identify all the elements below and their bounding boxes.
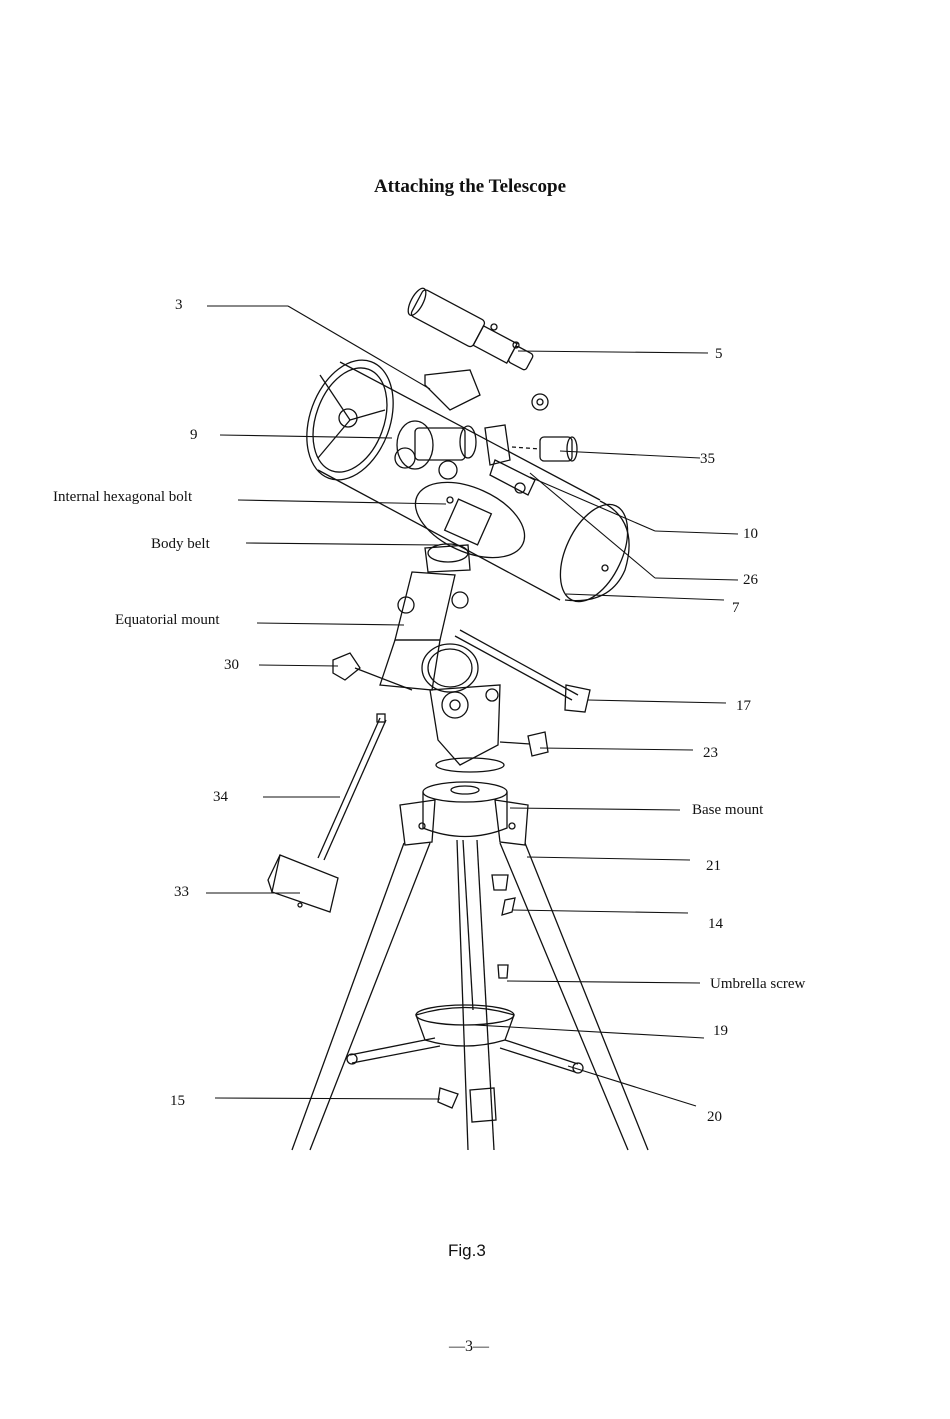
figure-caption: Fig.3 [448,1241,486,1261]
label-7: 7 [732,600,740,617]
label-5: 5 [715,346,723,363]
label-33: 33 [174,884,189,901]
label-10: 10 [743,526,758,543]
label-15: 15 [170,1093,185,1110]
label-3: 3 [175,297,183,314]
label-26: 26 [743,572,758,589]
focuser [395,421,577,495]
page-number: —3— [449,1338,489,1356]
label-19: 19 [713,1023,728,1040]
label-9: 9 [190,427,198,444]
finder-scope [405,286,548,410]
label-body-belt: Body belt [151,536,210,553]
label-23: 23 [703,745,718,762]
label-equatorial-mount: Equatorial mount [115,612,220,629]
label-35: 35 [700,451,715,468]
label-14: 14 [708,916,723,933]
label-base-mount: Base mount [692,802,763,819]
label-17: 17 [736,698,751,715]
label-34: 34 [213,789,228,806]
telescope-tube [291,348,641,612]
counterweight [268,714,386,912]
label-21: 21 [706,858,721,875]
label-20: 20 [707,1109,722,1126]
label-internal-hexagonal-bolt: Internal hexagonal bolt [53,489,192,506]
label-umbrella-screw: Umbrella screw [710,976,805,993]
tripod [292,782,648,1150]
label-30: 30 [224,657,239,674]
